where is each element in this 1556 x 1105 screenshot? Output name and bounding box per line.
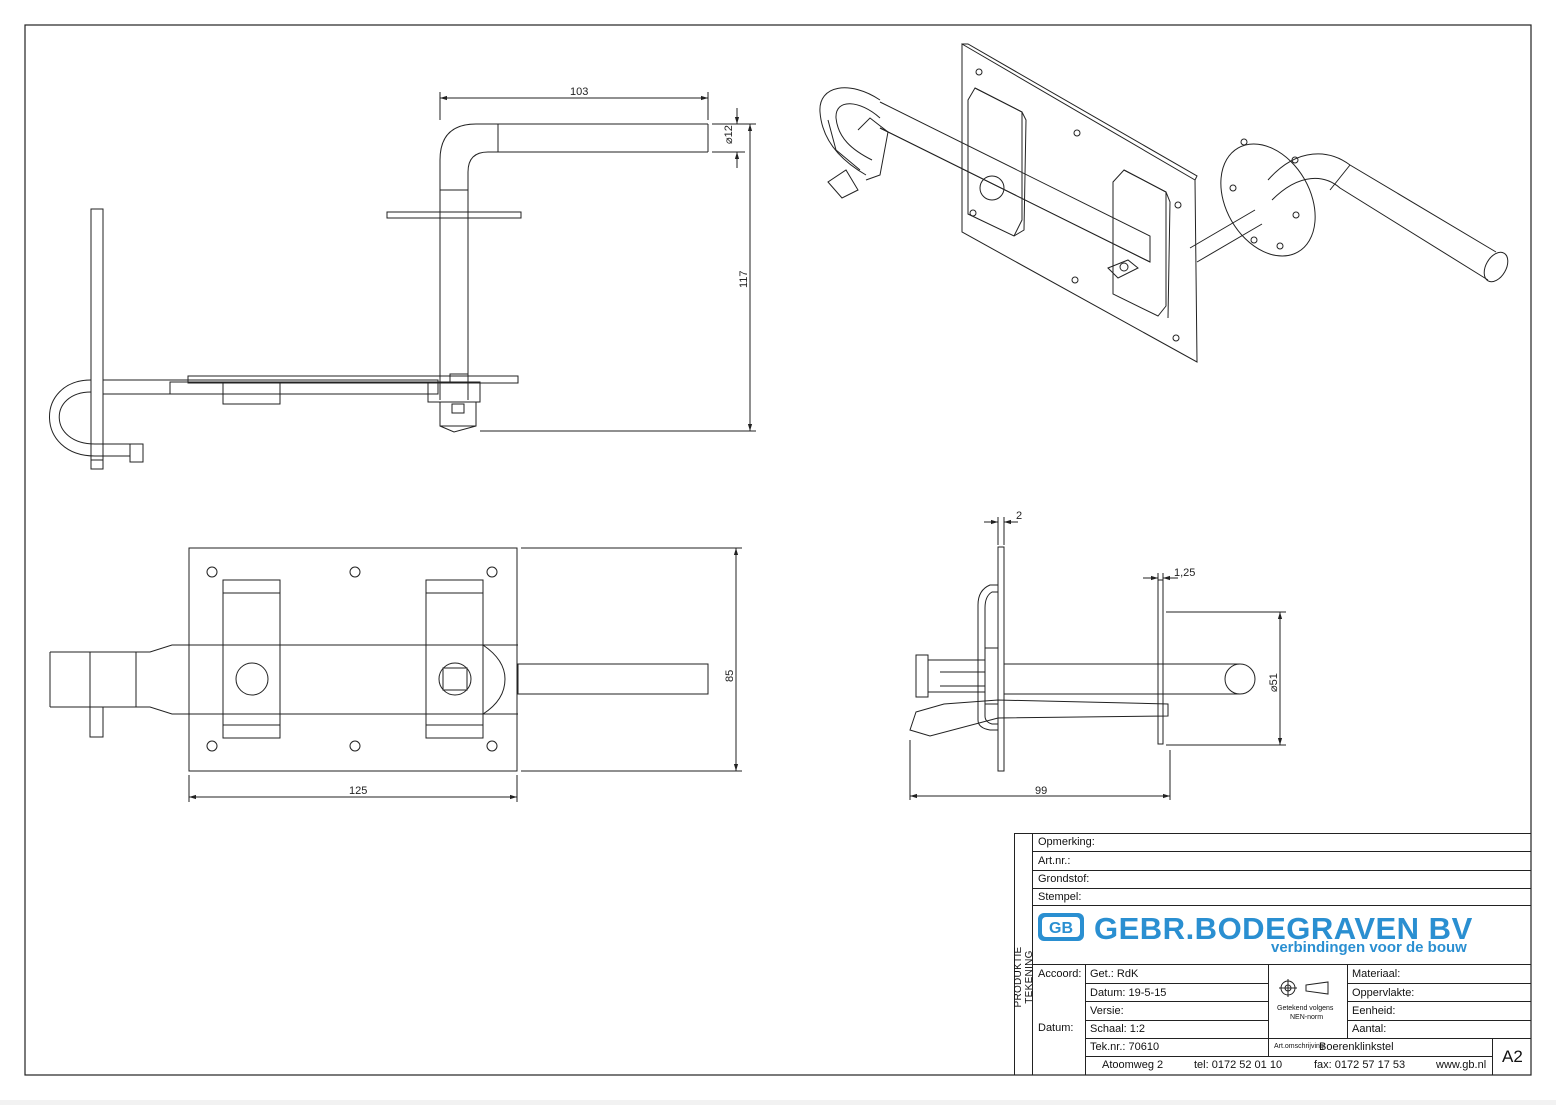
company-name: GEBR.BODEGRAVEN BV bbox=[1094, 911, 1473, 946]
dim-text-12: ⌀12 bbox=[723, 125, 735, 144]
produktie-tekening-label: PRODUKTIE TEKENING bbox=[1013, 946, 1035, 1008]
sheet-border bbox=[24, 24, 1532, 1076]
eenheid-label: Eenheid: bbox=[1352, 1005, 1396, 1017]
oppervlakte-label: Oppervlakte: bbox=[1352, 987, 1415, 999]
gb-logo-icon: GB bbox=[1038, 913, 1084, 941]
phone: tel: 0172 52 01 10 bbox=[1194, 1059, 1283, 1071]
isometric-view bbox=[819, 43, 1509, 363]
dim-125 bbox=[188, 775, 518, 802]
dim-text-2: 2 bbox=[1016, 510, 1022, 522]
accoord-label: Accoord: bbox=[1038, 968, 1082, 980]
dim-1-25 bbox=[1143, 573, 1178, 590]
grondstof-label: Grondstof: bbox=[1038, 873, 1090, 885]
dim-85 bbox=[521, 547, 742, 772]
projection-icon bbox=[1279, 979, 1329, 997]
dim-text-99: 99 bbox=[1035, 785, 1047, 797]
artomschr-label: Art.omschrijving: bbox=[1274, 1043, 1326, 1050]
artomschr-value: Boerenklinkstel bbox=[1319, 1041, 1394, 1053]
dim-text-51: ⌀51 bbox=[1268, 673, 1280, 692]
dim-text-85: 85 bbox=[724, 670, 736, 682]
dim-117 bbox=[480, 123, 756, 432]
dim-text-117: 117 bbox=[738, 270, 750, 288]
dim-99 bbox=[909, 740, 1171, 800]
datum-label-left: Datum: bbox=[1038, 1022, 1074, 1034]
company-tagline: verbindingen voor de bouw bbox=[1271, 939, 1467, 956]
dim-51 bbox=[1166, 611, 1286, 746]
getekend-door: Get.: RdK bbox=[1090, 968, 1139, 980]
datum-value: Datum: 19-5-15 bbox=[1090, 987, 1167, 999]
dim-text-103: 103 bbox=[570, 86, 588, 98]
dim-103 bbox=[439, 92, 709, 120]
address: Atoomweg 2 bbox=[1102, 1059, 1164, 1071]
company-logo: GB bbox=[1036, 909, 1086, 945]
front-view bbox=[49, 547, 709, 772]
aantal-label: Aantal: bbox=[1352, 1023, 1387, 1035]
dim-2 bbox=[984, 517, 1018, 545]
title-block: PRODUKTIE TEKENING Opmerking: Art.nr.: G… bbox=[1013, 833, 1531, 1075]
versie-label: Versie: bbox=[1090, 1005, 1124, 1017]
top-view bbox=[49, 123, 709, 470]
stempel-label: Stempel: bbox=[1038, 891, 1082, 903]
dim-text-1-25: 1,25 bbox=[1174, 567, 1195, 579]
teknr-value: Tek.nr.: 70610 bbox=[1090, 1041, 1160, 1053]
schaal-value: Schaal: 1:2 bbox=[1090, 1023, 1146, 1035]
logo-letters: GB bbox=[1049, 920, 1073, 937]
artnr-label: Art.nr.: bbox=[1038, 855, 1071, 867]
dim-text-125: 125 bbox=[349, 785, 367, 797]
opmerking-label: Opmerking: bbox=[1038, 836, 1095, 848]
norm-text-1: Getekend volgens bbox=[1277, 1005, 1334, 1012]
sheet-format: A2 bbox=[1502, 1047, 1523, 1066]
norm-text-2: NEN-norm bbox=[1290, 1014, 1324, 1021]
side-view bbox=[909, 546, 1256, 772]
materiaal-label: Materiaal: bbox=[1352, 968, 1401, 980]
projection-symbol bbox=[1278, 977, 1338, 999]
fax: fax: 0172 57 17 53 bbox=[1314, 1059, 1406, 1071]
website[interactable]: www.gb.nl bbox=[1436, 1059, 1487, 1071]
